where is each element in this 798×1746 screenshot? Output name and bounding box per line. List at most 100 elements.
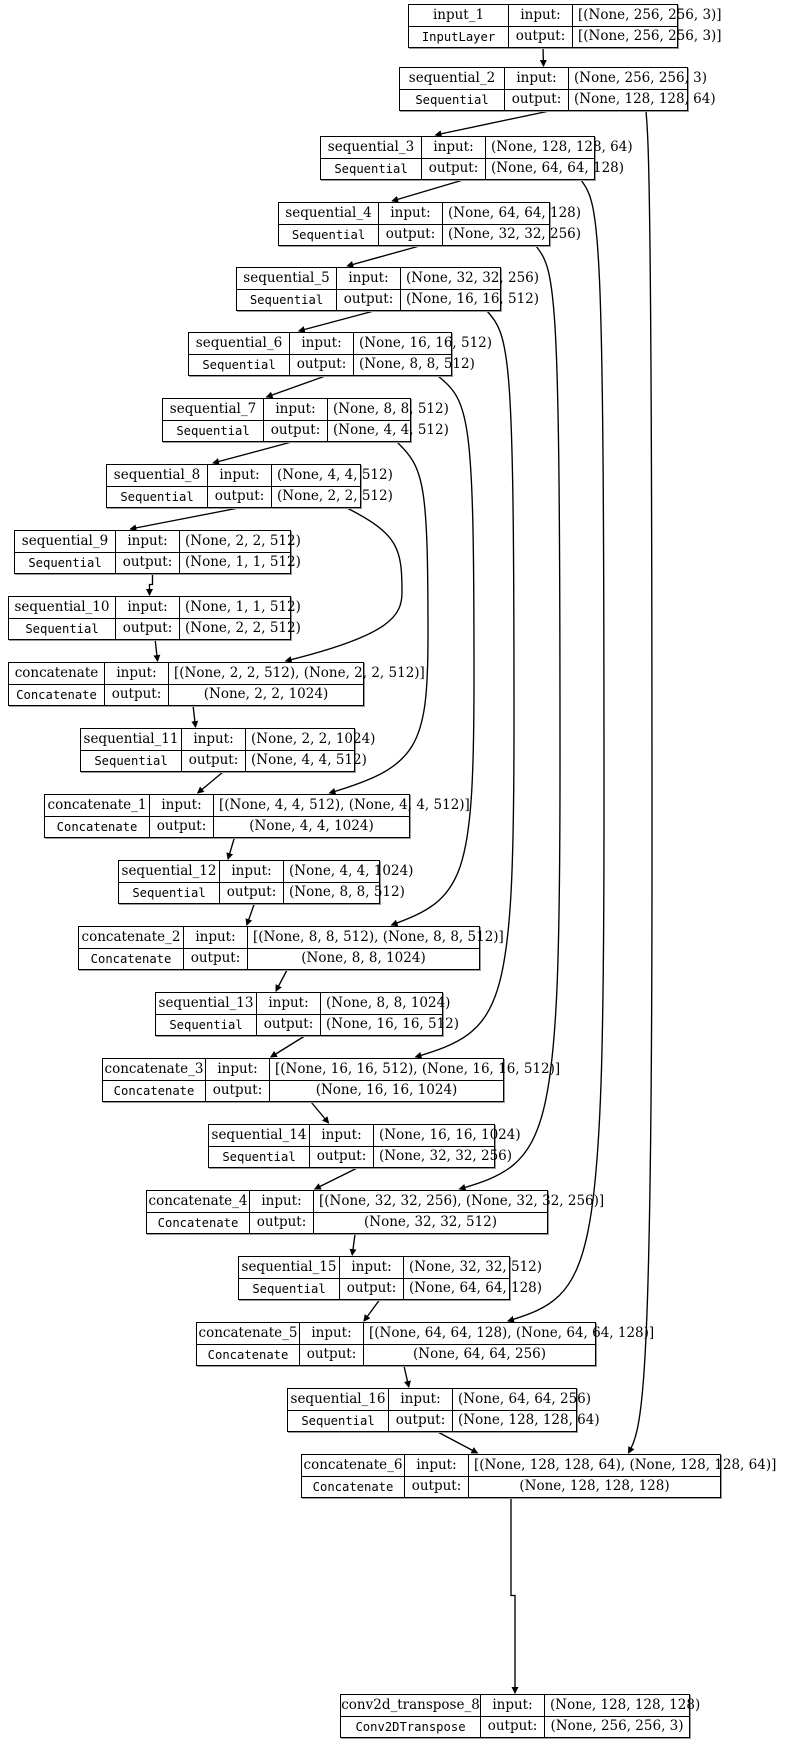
node-class-name: Sequential [189,354,290,375]
edge-sequential_2-to-concatenate_6 [627,110,653,1454]
edge-input_1-to-sequential_2 [539,47,547,68]
node-layer-name: sequential_2 [400,68,505,89]
node-class-name: Sequential [400,89,505,110]
node-layer-name: sequential_11 [81,729,182,750]
node-output-shape: (None, 32, 32, 256) [379,1148,513,1164]
node-input-label: input: [505,68,569,89]
node-output-shape: (None, 4, 4, 512) [251,752,367,768]
node-class-name: Sequential [209,1146,310,1167]
node-input-label: input: [481,1695,545,1716]
node-output-shape: (None, 64, 64, 128) [491,160,625,176]
node-output-label: output: [505,89,569,110]
edge-sequential_7-to-concatenate_1 [328,441,429,795]
node-output-label: output: [182,750,246,771]
node-output-shape: (None, 1, 1, 512) [185,554,301,570]
node-input-shape: [(None, 128, 128, 64), (None, 128, 128, … [474,1456,777,1473]
edge-sequential_14-to-concatenate_4 [313,1167,358,1190]
node-output-shape: (None, 32, 32, 256) [448,226,582,242]
node-output-shape: (None, 4, 4, 1024) [249,818,374,834]
node-input-shape: (None, 4, 4, 1024) [289,862,414,879]
node-layer-name: concatenate_1 [45,795,150,816]
edge-sequential_11-to-concatenate_1 [196,771,224,794]
edge-sequential_3-to-sequential_4 [391,179,464,203]
node-class-name: InputLayer [409,26,509,47]
node-input-label: input: [208,465,272,486]
edge-sequential_9-to-sequential_10 [145,574,154,597]
node-input-shape: (None, 32, 32, 512) [409,1258,543,1275]
node-output-label: output: [300,1344,364,1365]
node-input-shape: (None, 128, 128, 128) [550,1696,701,1713]
node-output-label: output: [105,684,169,705]
edge-sequential_8-to-concatenate [284,507,403,663]
node-output-label: output: [150,816,214,837]
node-input-shape: [(None, 64, 64, 128), (None, 64, 64, 128… [369,1324,655,1341]
node-class-name: Concatenate [79,948,184,969]
node-output-label: output: [405,1476,469,1497]
node-class-name: Sequential [119,882,220,903]
edge-sequential_6-to-sequential_7 [265,375,326,399]
node-input-label: input: [340,1257,404,1278]
edge-concatenate-to-sequential_11 [191,705,199,729]
node-input-shape: (None, 8, 8, 512) [333,400,449,417]
node-output-shape: (None, 16, 16, 512) [406,291,540,307]
node-layer-name: conv2d_transpose_8 [341,1695,481,1716]
node-output-label: output: [220,882,284,903]
node-class-name: Sequential [15,552,116,573]
node-input-label: input: [337,268,401,289]
node-input-shape: (None, 16, 16, 512) [359,334,493,351]
node-layer-name: sequential_10 [9,597,116,618]
node-output-shape: (None, 8, 8, 512) [289,884,405,900]
node-class-name: Sequential [81,750,182,771]
node-layer-name: sequential_13 [156,993,257,1014]
node-input-shape: [(None, 32, 32, 256), (None, 32, 32, 256… [319,1192,605,1209]
node-input-label: input: [182,729,246,750]
node-input-shape: (None, 1, 1, 512) [185,598,301,615]
node-layer-name: concatenate_3 [103,1059,206,1080]
node-input-label: input: [116,531,180,552]
node-input-label: input: [405,1455,469,1476]
edge-concatenate_3-to-sequential_14 [310,1101,330,1124]
edge-sequential_4-to-sequential_5 [346,245,420,268]
